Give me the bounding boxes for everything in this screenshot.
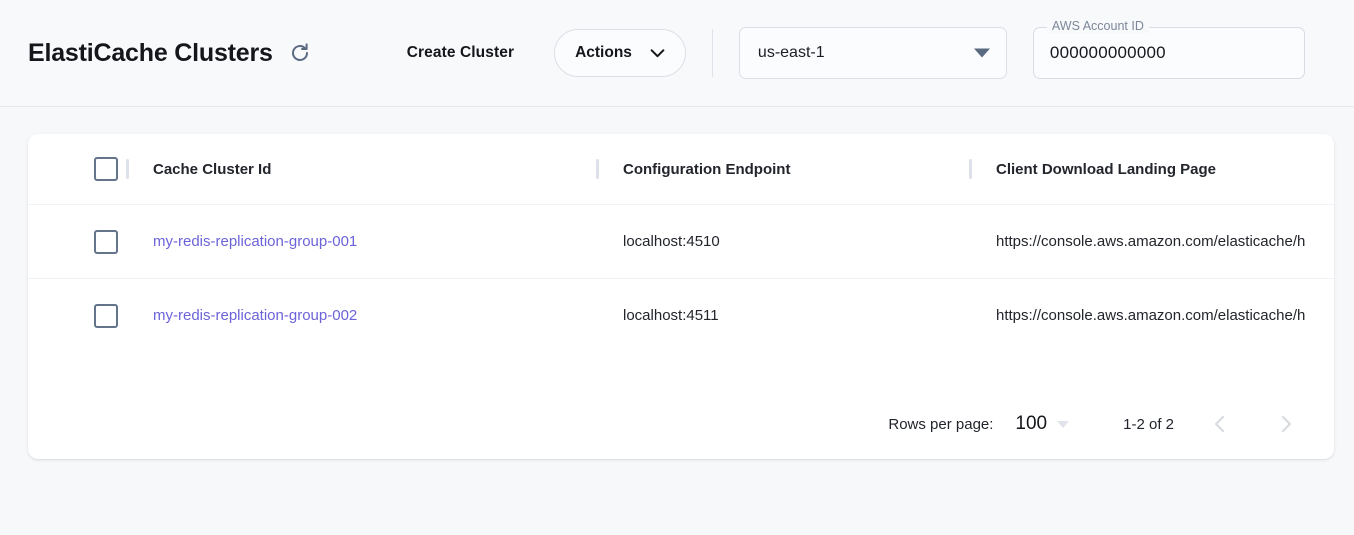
create-cluster-button[interactable]: Create Cluster (401, 36, 520, 70)
select-all-checkbox[interactable] (94, 157, 118, 181)
cluster-id-link[interactable]: my-redis-replication-group-002 (153, 306, 358, 324)
region-select[interactable]: us-east-1 (738, 27, 1007, 79)
column-header-cache-cluster-id[interactable]: Cache Cluster Id (126, 134, 596, 205)
chevron-right-icon (1282, 416, 1291, 432)
cell-configuration-endpoint: localhost:4510 (596, 205, 969, 279)
cell-configuration-endpoint: localhost:4511 (596, 279, 969, 353)
row-select-cell (28, 279, 126, 353)
page-header: ElastiCache Clusters Create Cluster Acti… (0, 0, 1354, 107)
table-header: Cache Cluster Id Configuration Endpoint … (28, 134, 1334, 205)
previous-page-button[interactable] (1200, 404, 1240, 444)
table-row: my-redis-replication-group-002 localhost… (28, 278, 1334, 353)
chevron-down-icon (1057, 420, 1070, 428)
landing-page-value: https://console.aws.amazon.com/elasticac… (996, 233, 1306, 250)
column-header-label: Configuration Endpoint (623, 160, 791, 178)
aws-account-id-label: AWS Account ID (1046, 19, 1149, 33)
column-header-label: Cache Cluster Id (153, 160, 272, 178)
row-checkbox[interactable] (94, 303, 118, 328)
cell-cache-cluster-id: my-redis-replication-group-002 (126, 279, 596, 353)
configuration-endpoint-value: localhost:4510 (623, 232, 720, 250)
cluster-id-link[interactable]: my-redis-replication-group-001 (153, 232, 358, 250)
pagination-range-label: 1-2 of 2 (1123, 415, 1174, 433)
column-header-label: Client Download Landing Page (996, 160, 1217, 178)
chevron-left-icon (1215, 416, 1224, 432)
header-divider (711, 29, 713, 77)
row-select-cell (28, 205, 126, 279)
select-all-cell (28, 134, 126, 205)
next-page-button[interactable] (1266, 404, 1306, 444)
refresh-icon[interactable] (287, 40, 313, 66)
column-separator (969, 159, 972, 179)
table-header-row: Cache Cluster Id Configuration Endpoint … (28, 134, 1334, 205)
rows-per-page-value: 100 (1015, 413, 1048, 434)
chevron-down-icon (650, 48, 665, 57)
aws-account-id-value: 000000000000 (1049, 43, 1166, 62)
column-separator (126, 159, 129, 179)
column-header-configuration-endpoint[interactable]: Configuration Endpoint (596, 134, 969, 205)
region-select-value: us-east-1 (757, 44, 825, 61)
table-row: my-redis-replication-group-001 localhost… (28, 204, 1334, 279)
clusters-card: Cache Cluster Id Configuration Endpoint … (28, 134, 1334, 459)
cell-client-download-landing-page: https://console.aws.amazon.com/elasticac… (969, 205, 1334, 279)
table-body: my-redis-replication-group-001 localhost… (28, 204, 1334, 353)
landing-page-value: https://console.aws.amazon.com/elasticac… (996, 307, 1306, 324)
title-group: ElastiCache Clusters (28, 39, 313, 68)
column-separator (596, 159, 599, 179)
rows-per-page-select[interactable]: 100 (1015, 413, 1070, 435)
column-header-client-download-landing-page[interactable]: Client Download Landing Page (969, 134, 1334, 205)
actions-button[interactable]: Actions (554, 29, 686, 77)
page-title: ElastiCache Clusters (28, 38, 273, 67)
configuration-endpoint-value: localhost:4511 (623, 306, 719, 324)
actions-button-label: Actions (575, 44, 632, 61)
cell-cache-cluster-id: my-redis-replication-group-001 (126, 205, 596, 279)
table-pagination: Rows per page: 100 1-2 of 2 (28, 389, 1334, 459)
caret-down-icon (973, 48, 990, 58)
aws-account-id-field[interactable]: AWS Account ID 000000000000 (1032, 19, 1305, 79)
cell-client-download-landing-page: https://console.aws.amazon.com/elasticac… (969, 279, 1334, 353)
row-checkbox[interactable] (94, 229, 118, 254)
rows-per-page-label: Rows per page: (888, 415, 994, 433)
clusters-table: Cache Cluster Id Configuration Endpoint … (28, 134, 1334, 352)
